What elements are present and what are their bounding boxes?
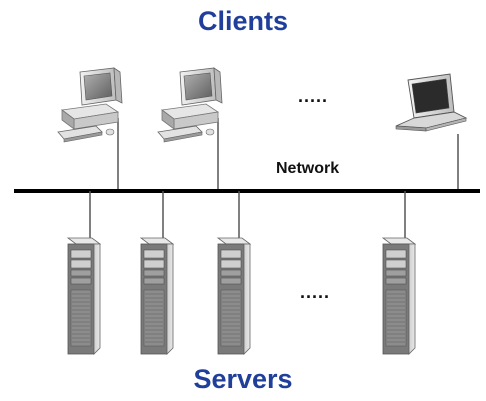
tower-server-icon xyxy=(67,237,101,355)
servers-title: Servers xyxy=(193,364,293,394)
clients-title: Clients xyxy=(197,6,289,36)
desktop-computer-icon xyxy=(157,67,223,143)
servers-ellipsis: ..... xyxy=(300,282,331,302)
tower-server-icon xyxy=(382,237,416,355)
network-label: Network xyxy=(276,160,340,177)
laptop-icon xyxy=(395,73,467,132)
desktop-computer-icon xyxy=(57,67,123,143)
tower-server-icon xyxy=(217,237,251,355)
tower-server-icon xyxy=(140,237,174,355)
clients-ellipsis: ..... xyxy=(298,86,329,106)
